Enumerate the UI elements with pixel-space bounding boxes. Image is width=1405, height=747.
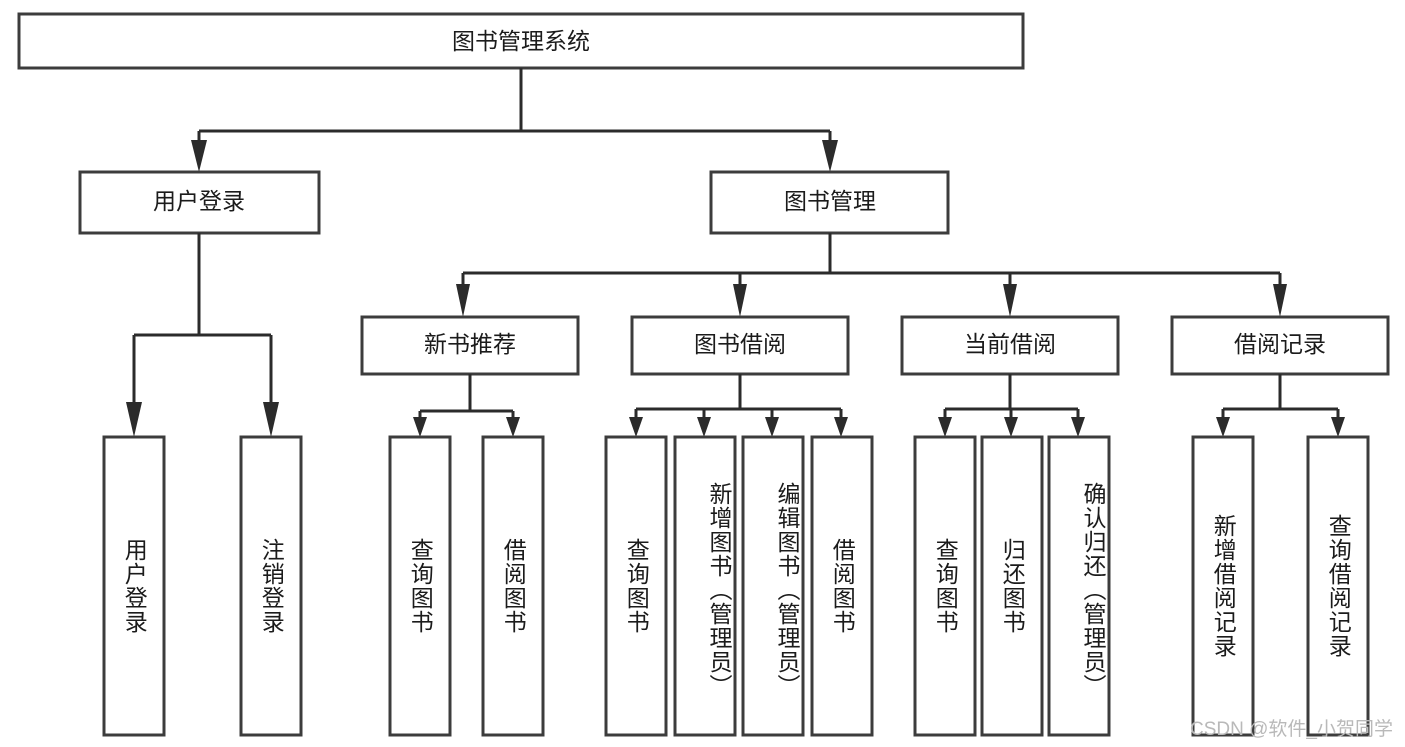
leaf-current-2-rect[interactable] [980,435,1044,737]
arrowhead-record-add [1216,417,1230,437]
watermark-text: CSDN @软件_小贺同学 [1190,719,1393,740]
node-user-login[interactable]: 用户登录 [78,170,321,235]
leaf-borrow-1-rect[interactable] [604,435,668,737]
leaf-record-1-rect[interactable] [1191,435,1255,737]
node-root-label: 图书管理系统 [452,28,590,54]
arrowhead-newbook-query [413,417,427,437]
arrowhead-current-query [938,417,952,437]
node-borrow-record-rect[interactable] [1170,315,1390,376]
node-root-rect[interactable] [17,12,1025,70]
leaf-borrow-2-rect[interactable] [673,435,737,737]
arrowhead-current-confirm [1071,417,1085,437]
node-borrow-record-label: 借阅记录 [1234,331,1326,357]
arrowhead-borrow-edit [765,417,779,437]
leaf-user-login-1-rect[interactable] [102,435,166,737]
leaf-record-2-rect[interactable] [1306,435,1370,737]
node-new-book-recommend[interactable]: 新书推荐 [360,315,580,376]
node-book-manage[interactable]: 图书管理 [709,170,950,235]
leaf-user-login-2-rect[interactable] [239,435,303,737]
leaf-newbook-1-rect[interactable] [388,435,452,737]
arrowhead-borrow-lend [834,417,848,437]
node-current-borrow-rect[interactable] [900,315,1120,376]
arrowhead-leaf-logout [263,402,279,437]
arrowhead-newbook-borrow [506,417,520,437]
node-book-manage-label: 图书管理 [784,188,876,214]
arrowhead-user-login [191,140,207,172]
node-book-borrow-label: 图书借阅 [694,331,786,357]
node-new-book-recommend-label: 新书推荐 [424,331,516,357]
arrowhead-record-query [1331,417,1345,437]
arrowhead-borrow-add [697,417,711,437]
leaf-current-1-rect[interactable] [913,435,977,737]
arrowhead-newbook [456,284,470,317]
arrowhead-current [1003,284,1017,317]
node-current-borrow-label: 当前借阅 [964,331,1056,357]
node-borrow-record[interactable]: 借阅记录 [1170,315,1390,376]
arrowhead-borrow-query [629,417,643,437]
node-new-book-recommend-rect[interactable] [360,315,580,376]
leaf-newbook-2-rect[interactable] [481,435,545,737]
node-user-login-label: 用户登录 [153,188,245,214]
node-book-borrow[interactable]: 图书借阅 [630,315,850,376]
arrowhead-current-return [1004,417,1018,437]
leaf-borrow-3-rect[interactable] [741,435,805,737]
node-book-manage-rect[interactable] [709,170,950,235]
leaf-current-3-rect[interactable] [1047,435,1111,737]
node-root[interactable]: 图书管理系统 [17,12,1025,70]
node-book-borrow-rect[interactable] [630,315,850,376]
arrowhead-book-manage [822,140,838,172]
arrowhead-borrow [733,284,747,317]
leaf-borrow-4-rect[interactable] [810,435,874,737]
node-current-borrow[interactable]: 当前借阅 [900,315,1120,376]
arrowhead-record [1273,284,1287,317]
arrowhead-leaf-user-login [126,402,142,437]
